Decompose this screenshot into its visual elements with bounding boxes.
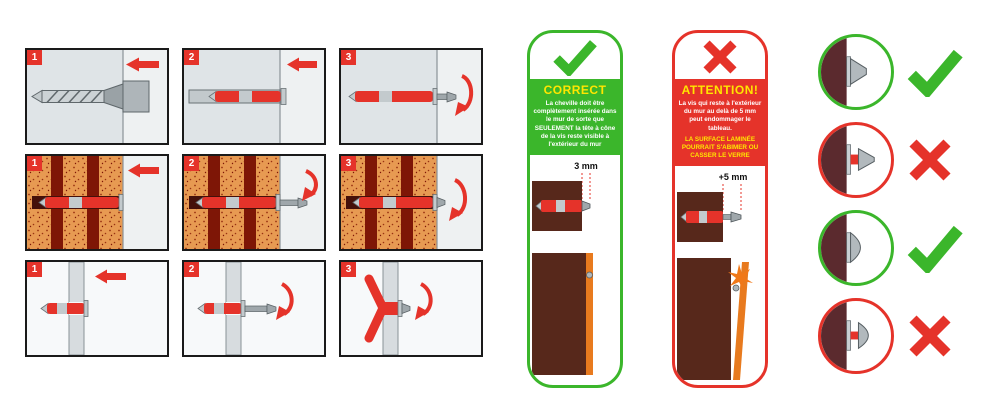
panel-concrete-step2: 2 — [182, 48, 326, 145]
wall-anchor-icon — [208, 88, 287, 105]
drill-bit-icon — [31, 80, 150, 113]
example-circle-protruding-roundhead — [818, 298, 894, 374]
screw-head-icon — [732, 284, 740, 292]
wall-anchor-icon — [38, 194, 124, 211]
screw-icon — [279, 197, 308, 209]
anchor-folded-board-illustration — [341, 262, 481, 355]
correct-card-band: CORRECT La cheville doit être complèteme… — [530, 79, 620, 156]
wall-cross-section — [677, 258, 731, 381]
measure-label: 3 mm — [574, 161, 598, 171]
wall-anchor-icon — [195, 194, 281, 211]
correct-card-text: La cheville doit être complètement insér… — [533, 100, 617, 148]
panel-concrete-step3: 3 — [339, 48, 483, 145]
push-arrow-icon — [95, 269, 126, 284]
attention-card: ATTENTION! La vis qui reste à l'extérieu… — [672, 30, 768, 388]
push-arrow-icon — [126, 57, 159, 72]
wall-cross-section — [532, 253, 586, 376]
correct-card: CORRECT La cheville doit être complèteme… — [527, 30, 623, 388]
protruding-screw-icon — [722, 211, 742, 223]
rotation-arrow-icon — [415, 282, 433, 320]
installation-steps-grid: 1 2 — [25, 48, 483, 357]
panel-concrete-step1: 1 — [25, 48, 169, 145]
step-number-badge: 2 — [184, 262, 199, 277]
panel-plasterboard-step1: 1 — [25, 260, 169, 357]
example-circle-flush-countersunk — [818, 34, 894, 110]
attention-wall-illustration: +5 mm — [677, 172, 753, 381]
tilted-panel — [733, 262, 749, 381]
attention-card-text: La vis qui reste à l'extérieur du mur au… — [678, 100, 762, 132]
screw-head-icon — [581, 200, 591, 212]
rotation-arrow-icon — [449, 178, 467, 221]
rotation-arrow-icon — [302, 169, 318, 201]
step-number-badge: 1 — [27, 50, 42, 65]
step-number-badge: 1 — [27, 262, 42, 277]
example-row-2 — [818, 122, 993, 198]
step-number-badge: 3 — [341, 156, 356, 171]
drive-screw-board-illustration — [184, 262, 324, 355]
measure-label: +5 mm — [719, 172, 748, 182]
attention-card-title: ATTENTION! — [681, 83, 759, 97]
panel-plasterboard-step2: 2 — [182, 260, 326, 357]
screw-icon — [436, 91, 457, 103]
protruding-countersunk-illustration — [821, 125, 875, 194]
insert-anchor-brick-illustration — [27, 156, 167, 249]
insert-anchor-illustration — [184, 50, 324, 143]
panel-plasterboard-step3: 3 — [339, 260, 483, 357]
wall-anchor-icon — [197, 300, 246, 317]
drill-into-wall-illustration — [27, 50, 167, 143]
step-number-badge: 3 — [341, 262, 356, 277]
rotation-arrow-icon — [455, 74, 474, 116]
screw-head-icon — [586, 271, 593, 279]
screw-head-icon — [401, 302, 411, 315]
wall-anchor-icon — [535, 200, 582, 213]
example-circle-protruding-countersunk — [818, 122, 894, 198]
mounted-panel — [586, 253, 593, 376]
cross-mark-icon — [909, 139, 951, 181]
push-arrow-icon — [128, 163, 159, 178]
panel-brick-step3: 3 — [339, 154, 483, 251]
wall-anchor-icon — [40, 300, 89, 317]
step-number-badge: 2 — [184, 156, 199, 171]
attention-card-warning: LA SURFACE LAMINÉE POURRAIT S'ABIMER OU … — [681, 135, 759, 160]
step-number-badge: 2 — [184, 50, 199, 65]
flush-countersunk-illustration — [821, 37, 867, 106]
example-circle-flush-roundhead — [818, 210, 894, 286]
correct-card-title: CORRECT — [543, 83, 607, 97]
step-number-badge: 3 — [341, 50, 356, 65]
cross-icon — [703, 40, 737, 74]
flush-roundhead-illustration — [821, 213, 861, 282]
screw-head-icon — [436, 196, 446, 209]
wall-anchor-icon — [348, 88, 438, 105]
check-mark-icon — [907, 49, 963, 97]
attention-card-band: ATTENTION! La vis qui reste à l'extérieu… — [675, 79, 765, 167]
rotation-arrow-icon — [276, 282, 294, 320]
panel-brick-step1: 1 — [25, 154, 169, 251]
drive-screw-illustration — [341, 50, 481, 143]
example-row-4 — [818, 298, 993, 374]
check-icon — [553, 40, 597, 76]
folded-anchor-wings-icon — [364, 274, 403, 343]
step-number-badge: 1 — [27, 156, 42, 171]
wall-anchor-icon — [680, 211, 723, 224]
screw-icon — [244, 303, 277, 315]
check-mark-icon — [907, 225, 963, 273]
screw-seated-brick-illustration — [341, 156, 481, 249]
cross-mark-icon — [909, 315, 951, 357]
example-row-3 — [818, 210, 993, 286]
panel-brick-step2: 2 — [182, 154, 326, 251]
crack-burst-icon — [728, 264, 753, 292]
example-row-1 — [818, 34, 993, 110]
insert-anchor-board-illustration — [27, 262, 167, 355]
push-arrow-icon — [287, 57, 317, 72]
drive-screw-brick-illustration — [184, 156, 324, 249]
protruding-roundhead-illustration — [821, 301, 869, 370]
correct-wall-illustration: 3 mm — [532, 161, 598, 376]
wall-anchor-icon — [352, 194, 438, 211]
